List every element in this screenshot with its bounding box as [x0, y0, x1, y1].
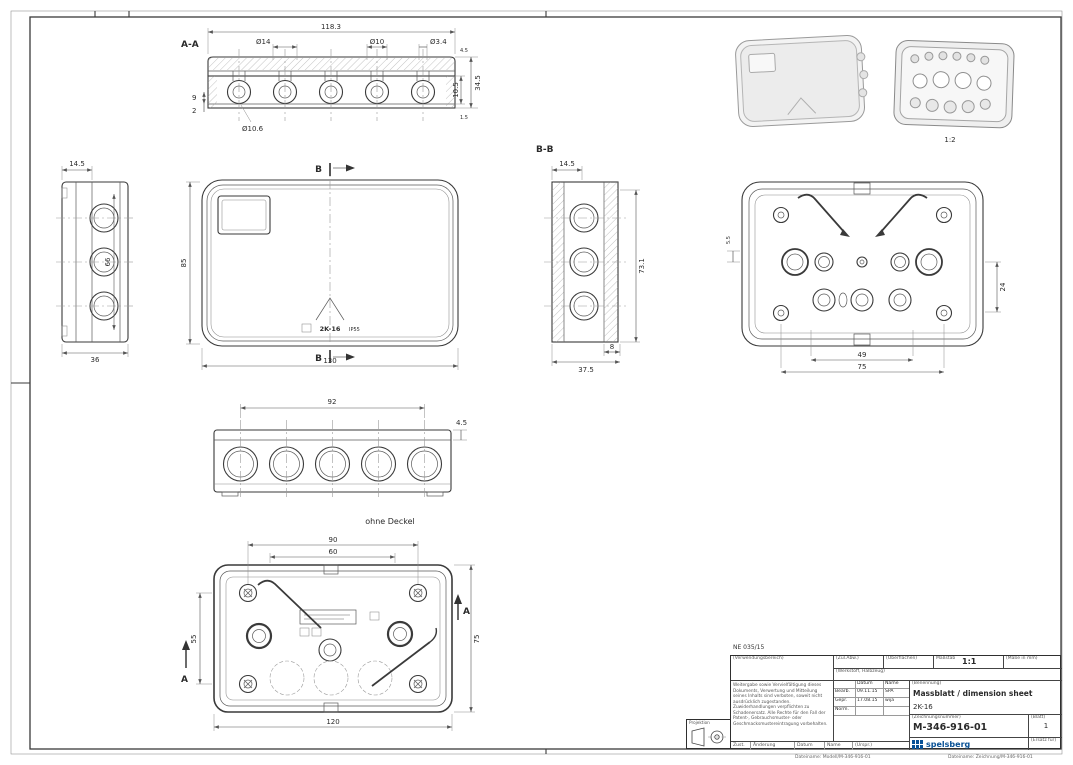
terminals: [245, 620, 414, 662]
corner-screws: [238, 583, 428, 694]
render-closed-box: [735, 34, 869, 128]
view-inside: 5.5 24 49 75: [726, 181, 1007, 374]
spelsberg-logo-text: spelsberg: [926, 740, 971, 749]
open-view-title: ohne Deckel: [365, 517, 414, 526]
tb-scale-value: 1:1: [962, 657, 977, 666]
dim-label: 5.5: [726, 236, 732, 244]
tb-zeichnungsnummer-label: (Zeichnungsnummer): [912, 715, 961, 720]
section-bb-label: B-B: [536, 145, 554, 155]
product-marking: 2K-16: [320, 325, 341, 333]
dim-label: Ø10: [370, 38, 384, 46]
tb-masse: (Maße in mm): [1004, 656, 1062, 669]
dim-label: 2: [192, 107, 196, 115]
section-aa-label: A-A: [181, 40, 199, 50]
tb-ersatz: (Ersatz für): [1028, 738, 1062, 750]
tb-name-block: (Benennung) Massblatt / dimension sheet …: [909, 681, 1062, 750]
dim-label: 75: [858, 363, 867, 371]
view-open-top: ohne Deckel: [181, 517, 481, 731]
tb-massstab: Maßstab 1:1: [934, 656, 1004, 669]
spelsberg-logo-icon: [912, 740, 923, 749]
view-section-aa: A-A 11: [181, 23, 482, 133]
title-block: (Verwendungsbereich) (Zul.Abw.) (Oberflä…: [730, 655, 1062, 750]
ne-note: NE 035/15: [733, 644, 765, 651]
dim-label: 24: [999, 282, 1007, 291]
file-drawing-note: Dateiname: Zeichnung/M-346-916-01: [948, 755, 1033, 760]
section-letter: B: [315, 165, 322, 175]
approval-row: Gepr. 17.08.15 wija: [834, 698, 909, 707]
spring-clips: [797, 193, 928, 237]
dim-label: 34.5: [474, 75, 482, 91]
dim-label: 75: [473, 635, 481, 644]
gland-sections: [226, 49, 436, 121]
dim-label: 92: [328, 398, 337, 406]
dim-label: 49: [858, 351, 867, 359]
view-side-left: 14.5 66 36: [56, 160, 134, 364]
section-letter: A: [463, 607, 470, 617]
tb-disclaimer: Weitergabe sowie Vervielfältigung dieses…: [731, 681, 834, 741]
view-top: B B 2K-16 IP55 85 130: [180, 163, 459, 370]
tb-benennung-label: (Benennung): [912, 681, 942, 686]
tb-werkstoff: (Werkstoff, Halbzeug): [834, 669, 1062, 681]
tb-zul-abw: (Zul.Abw.): [834, 656, 884, 669]
tb-blatt: (Blatt) 1: [1028, 715, 1062, 737]
dim-label: 4.5: [460, 48, 468, 54]
dim-label: 60: [329, 548, 338, 556]
tb-revision-strip: Zust. Änderung Datum Name (Urspr.): [731, 741, 909, 750]
dim-label: Ø3.4: [430, 38, 447, 46]
tb-title-line1: Massblatt / dimension sheet: [913, 689, 1033, 698]
dim-label: 73.1: [638, 258, 646, 274]
dim-label: 14.5: [559, 160, 575, 168]
render-scale-label: 1:2: [944, 136, 955, 144]
section-letter: B: [315, 354, 322, 364]
tb-name-header: Name: [885, 681, 899, 686]
dim-label: 37.5: [578, 366, 594, 374]
tb-drawing-number: M-346-916-01: [913, 722, 988, 733]
tb-title-line2: 2K-16: [913, 703, 933, 711]
dim-label: 8: [610, 343, 614, 351]
dim-label: 10.5: [452, 82, 460, 98]
approval-row: Bearb. 09.11.15 SPA: [834, 689, 909, 698]
dim-label: 55: [190, 635, 198, 644]
ip-rating: IP55: [349, 327, 360, 333]
projection-symbol-icon: [691, 727, 726, 747]
dim-label: 1.5: [460, 115, 468, 121]
dim-label: Ø14: [256, 38, 271, 46]
sheet-frame: [10, 10, 1063, 755]
dim-label: 130: [323, 357, 336, 365]
dim-label: 9: [192, 94, 196, 102]
section-letter: A: [181, 675, 188, 685]
dim-label: 120: [326, 718, 339, 726]
dim-label: 118.3: [321, 23, 341, 31]
projection-box: Projektion: [686, 719, 731, 749]
tb-oberflaechen: (Oberflächen): [884, 656, 934, 669]
dim-label: 36: [91, 356, 100, 364]
view-section-bb: B-B 14.5 73.1 8 37.5: [536, 145, 646, 374]
render-open-box: [893, 40, 1015, 129]
dim-label: 14.5: [69, 160, 85, 168]
lid-label-field: [217, 195, 271, 235]
view-front: 92 4.5: [213, 398, 467, 500]
certification-mark: [301, 323, 312, 333]
tb-verwendungsbereich: (Verwendungsbereich): [731, 656, 834, 681]
dim-label: 4.5: [456, 419, 467, 427]
dim-label: 66: [104, 257, 112, 266]
spring-clips: [257, 579, 438, 687]
tb-datum-header: Datum: [856, 681, 884, 688]
dim-label: 85: [180, 259, 188, 268]
file-model-note: Dateiname: Modell/M-346-916-01: [795, 755, 871, 760]
dim-label: 90: [329, 536, 338, 544]
tb-approval-table: Datum Name Bearb. 09.11.15 SPA Gepr. 17.…: [834, 681, 909, 741]
approval-row: Norm.: [834, 707, 909, 716]
dim-label: Ø10.6: [242, 125, 264, 133]
spelsberg-logo: spelsberg: [912, 739, 1026, 750]
projection-label: Projektion: [689, 720, 710, 725]
terminal-label-plate: [299, 609, 357, 625]
